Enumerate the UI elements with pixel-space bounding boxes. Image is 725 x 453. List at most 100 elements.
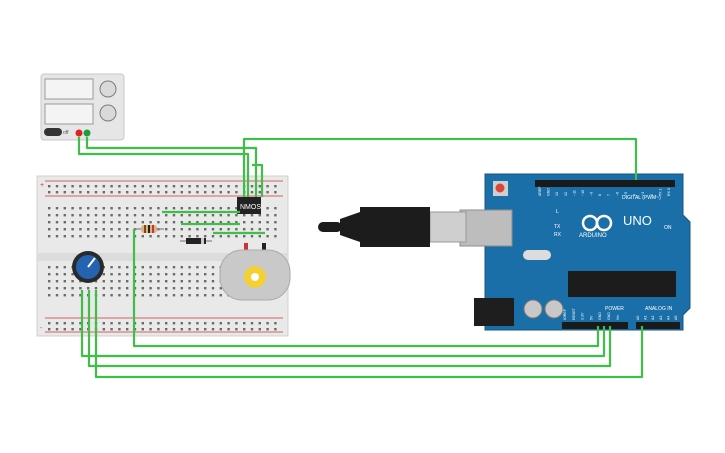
breadboard-hole: [141, 294, 144, 297]
breadboard-hole: [211, 228, 215, 231]
breadboard-hole: [157, 273, 160, 276]
breadboard-hole: [133, 207, 137, 210]
breadboard-hole: [188, 322, 191, 325]
breadboard-hole: [274, 228, 277, 231]
breadboard-hole: [157, 280, 160, 283]
breadboard-hole: [219, 235, 222, 238]
breadboard-hole: [266, 322, 269, 325]
breadboard-hole: [71, 191, 74, 194]
breadboard-hole: [149, 214, 152, 217]
dc-motor[interactable]: [219, 243, 291, 301]
breadboard-hole: [63, 191, 66, 194]
breadboard-hole: [258, 214, 261, 217]
breadboard-hole: [243, 235, 246, 238]
breadboard-hole: [55, 221, 59, 224]
pin-label: ~6: [615, 192, 619, 196]
breadboard-hole: [196, 328, 199, 331]
dc-power-supply[interactable]: off: [40, 73, 125, 141]
breadboard-hole: [79, 328, 82, 331]
breadboard-hole: [180, 328, 183, 331]
breadboard-hole: [180, 235, 183, 238]
breadboard-hole: [118, 287, 121, 290]
positive-terminal[interactable]: [75, 129, 83, 137]
breadboard-hole: [79, 185, 82, 188]
nmos-transistor[interactable]: NMOS: [237, 197, 261, 214]
breadboard-hole: [274, 328, 277, 331]
breadboard-hole: [196, 280, 199, 283]
breadboard-hole: [79, 221, 82, 224]
breadboard-hole: [63, 294, 66, 297]
breadboard-hole: [165, 287, 168, 290]
potentiometer[interactable]: [72, 251, 104, 283]
breadboard-hole: [250, 228, 254, 231]
breadboard-hole: [149, 221, 152, 224]
breadboard-hole: [118, 207, 121, 210]
breadboard-hole: [71, 235, 74, 238]
breadboard-hole: [102, 294, 105, 297]
arduino-model: UNO: [623, 213, 652, 228]
breadboard-hole: [196, 185, 199, 188]
pin-label: TX 1: [658, 188, 662, 196]
breadboard-hole: [118, 266, 121, 269]
breadboard-hole: [227, 228, 230, 231]
pin-label: A3: [659, 316, 663, 320]
diode[interactable]: [180, 238, 212, 244]
breadboard-hole: [157, 322, 160, 325]
breadboard-hole: [165, 273, 168, 276]
breadboard-hole: [243, 214, 246, 217]
breadboard-hole: [87, 191, 90, 194]
breadboard-hole: [266, 328, 269, 331]
breadboard-hole: [48, 191, 51, 194]
breadboard-hole: [165, 266, 168, 269]
breadboard-hole: [126, 287, 129, 290]
l-label: L: [556, 209, 559, 215]
breadboard-hole: [63, 235, 66, 238]
resistor[interactable]: [134, 225, 164, 233]
pin-label: IOREF: [563, 308, 567, 320]
breadboard-hole: [102, 322, 105, 325]
microcontroller-chip: [568, 271, 676, 297]
negative-terminal[interactable]: [83, 129, 91, 137]
breadboard-hole: [172, 207, 176, 210]
power-button-label: off: [63, 130, 69, 136]
breadboard-hole: [79, 280, 82, 283]
breadboard-hole: [180, 294, 183, 297]
breadboard-hole: [102, 228, 105, 231]
breadboard-hole: [250, 328, 254, 331]
breadboard-hole: [55, 266, 59, 269]
breadboard-hole: [172, 191, 176, 194]
breadboard-hole: [141, 185, 144, 188]
breadboard-hole: [55, 185, 59, 188]
breadboard-hole: [266, 228, 269, 231]
breadboard-hole: [48, 214, 51, 217]
breadboard-hole: [211, 221, 215, 224]
breadboard-hole: [211, 280, 215, 283]
breadboard-hole: [94, 207, 98, 210]
reset-button[interactable]: [495, 183, 505, 193]
breadboard-hole: [188, 207, 191, 210]
breadboard-hole: [149, 235, 152, 238]
breadboard-hole: [118, 185, 121, 188]
breadboard-hole: [196, 322, 199, 325]
arduino-uno-board[interactable]: ARDUINO UNO DIGITAL (PWM~) POWER ANALOG …: [459, 173, 691, 331]
pin-label: 12: [564, 192, 568, 196]
pin-label: RESET: [572, 307, 576, 320]
breadboard-hole: [211, 266, 215, 269]
breadboard-hole: [172, 287, 176, 290]
breadboard-hole: [188, 191, 191, 194]
breadboard-hole: [110, 273, 113, 276]
breadboard-hole: [71, 322, 74, 325]
breadboard-hole: [227, 207, 230, 210]
breadboard-hole: [188, 294, 191, 297]
breadboard-hole: [196, 207, 199, 210]
breadboard-hole: [55, 235, 59, 238]
breadboard-hole: [250, 235, 254, 238]
breadboard-hole: [71, 280, 74, 283]
breadboard-hole: [157, 294, 160, 297]
breadboard-hole: [196, 273, 199, 276]
breadboard-hole: [126, 191, 129, 194]
breadboard-hole: [48, 328, 51, 331]
breadboard-hole: [204, 273, 207, 276]
breadboard-hole: [235, 228, 238, 231]
